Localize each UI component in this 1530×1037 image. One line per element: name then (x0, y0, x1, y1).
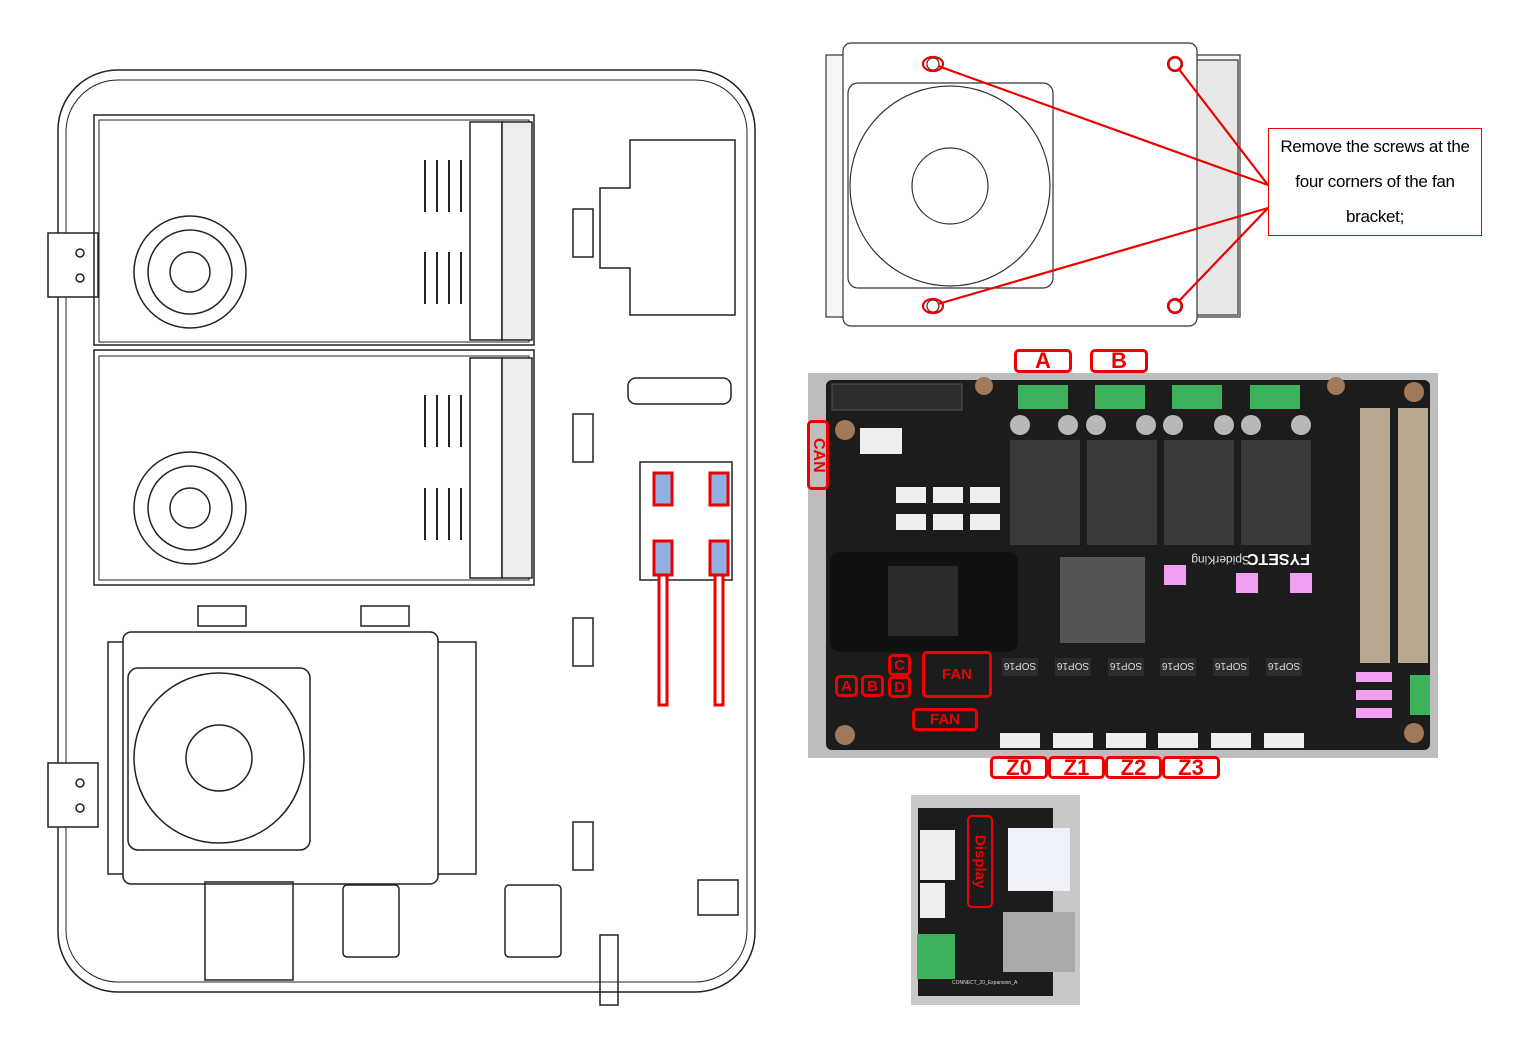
driver-chip-label: SOP16 (1056, 660, 1089, 671)
label-fan-top: FAN (922, 651, 992, 698)
label-z3: Z3 (1162, 755, 1220, 780)
driver-chip-label: SOP16 (1214, 660, 1247, 671)
label-display: Display (967, 815, 993, 908)
driver-chip-labels: SOP16 SOP16 SOP16 SOP16 SOP16 SOP16 (1003, 660, 1300, 671)
label-z0: Z0 (990, 755, 1048, 780)
label-port-d: D (888, 676, 911, 698)
driver-chip-label: SOP16 (1109, 660, 1142, 671)
label-can: CAN (807, 420, 829, 490)
callout-line-2: four corners of the fan (1295, 172, 1455, 191)
brand-silkscreen: FYSETC (1246, 550, 1310, 567)
label-z2: Z2 (1105, 755, 1162, 780)
model-silkscreen: SpiderKing (1191, 553, 1250, 567)
driver-chip-label: SOP16 (1003, 660, 1036, 671)
mainboard-image: SOP16 SOP16 SOP16 SOP16 SOP16 SOP16 FYSE… (808, 373, 1438, 758)
callout-line-1: Remove the screws at the (1280, 137, 1470, 156)
expansion-board-image: CONNECT_20_Expansion_A (911, 795, 1080, 1005)
label-port-a: A (835, 675, 858, 697)
label-fan-bottom: FAN (912, 708, 978, 731)
label-motor-a: A (1014, 348, 1072, 373)
enclosure-drawing (47, 69, 756, 1006)
label-z1: Z1 (1048, 755, 1105, 780)
label-motor-b: B (1090, 348, 1148, 373)
label-port-b: B (861, 675, 884, 697)
expansion-silkscreen: CONNECT_20_Expansion_A (952, 980, 1018, 986)
fan-bracket-drawing (825, 42, 1241, 327)
driver-chip-label: SOP16 (1267, 660, 1300, 671)
callout-lines (921, 55, 1269, 315)
driver-chip-label: SOP16 (1161, 660, 1194, 671)
wire-highlights (652, 471, 730, 707)
instruction-callout: Remove the screws at the four corners of… (1268, 128, 1482, 236)
callout-line-3: bracket; (1345, 207, 1405, 226)
label-port-c: C (888, 654, 911, 676)
